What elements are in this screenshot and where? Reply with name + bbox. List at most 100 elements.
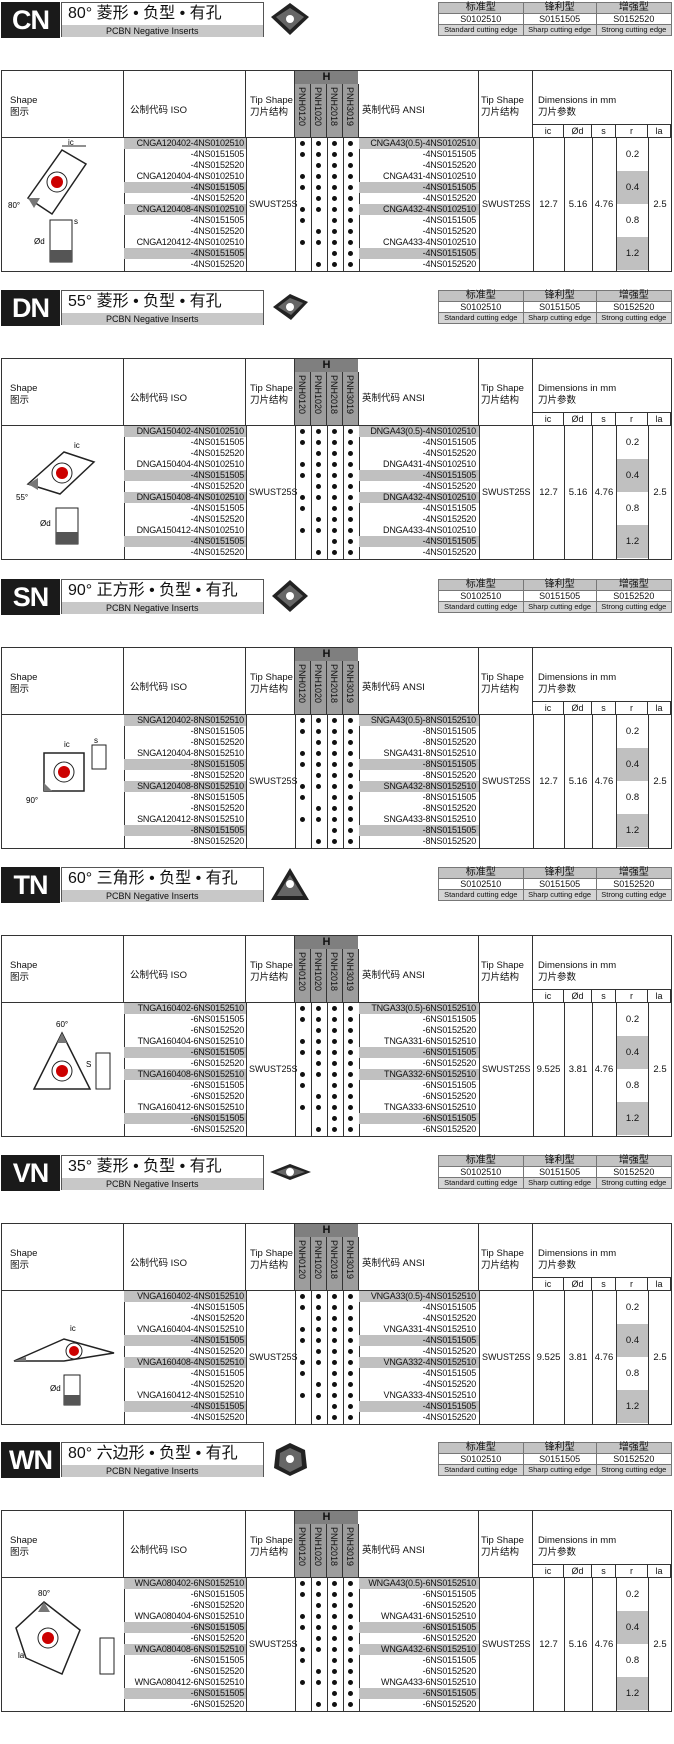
availability-dot <box>348 539 353 544</box>
dim-d: 3.81 <box>568 1352 588 1363</box>
column-rule <box>564 426 565 559</box>
radius-value: 0.4 <box>617 1611 648 1644</box>
grade-name: PNH0120 <box>297 87 307 127</box>
availability-dot <box>332 784 337 789</box>
shape-label-en: Shape <box>10 95 38 106</box>
svg-text:ic: ic <box>64 740 70 749</box>
iso-code: WNGA080412-6NS0152510 <box>134 1677 245 1687</box>
availability-dot <box>348 1371 353 1376</box>
header-ansi-col <box>359 648 479 714</box>
shape-diagram: 80°la <box>4 1578 122 1715</box>
availability-dot <box>332 462 337 467</box>
availability-dot <box>300 817 305 822</box>
tip-label-en: Tip Shape <box>250 960 293 971</box>
grade-header-bg <box>295 1524 359 1577</box>
grade-name: PNH2018 <box>329 952 339 992</box>
availability-dot <box>300 729 305 734</box>
availability-dot <box>332 762 337 767</box>
section-title: 80° 六边形 • 负型 • 有孔 <box>68 1445 238 1462</box>
edge-type-cell: 增强型 <box>595 1442 673 1454</box>
iso-code: DNGA150412-4NS0102510 <box>136 525 245 535</box>
column-rule <box>343 426 344 559</box>
iso-code: TNGA160408-6NS0152510 <box>124 1069 246 1080</box>
section-title: 60° 三角形 • 负型 • 有孔 <box>68 870 238 887</box>
column-rule <box>616 715 617 848</box>
dim-la: 2.5 <box>653 1352 667 1363</box>
availability-dot <box>332 506 337 511</box>
ansi-code: SNGA431-8NS0152510 <box>383 748 477 758</box>
grade-column: PNH0120 <box>295 372 311 425</box>
availability-dot <box>348 1050 353 1055</box>
ansi-code: -8NS0152520 <box>422 803 477 813</box>
ansi-code: -4NS0152520 <box>422 1379 477 1389</box>
header-iso-col <box>124 359 246 425</box>
edge-type-cell: 增强型 <box>595 867 673 879</box>
header-tip-col <box>246 936 295 1002</box>
tip2-label-cn: 刀片结构 <box>481 684 520 695</box>
svg-text:90°: 90° <box>26 796 38 805</box>
tip2-label-cn: 刀片结构 <box>481 395 520 406</box>
availability-dot <box>316 817 321 822</box>
iso-code: -6NS0151505 <box>124 1622 246 1633</box>
dim-col-1: Ød <box>564 990 592 1003</box>
header-shape-col <box>2 648 124 714</box>
column-rule <box>295 715 296 848</box>
grade-header-bg <box>295 372 359 425</box>
availability-dot <box>348 185 353 190</box>
tip-structure: SWUST25S <box>249 1639 298 1649</box>
column-rule <box>311 1291 312 1424</box>
tip-structure: SWUST25S <box>249 776 298 786</box>
ansi-code: -6NS0152520 <box>422 1025 477 1035</box>
availability-dot <box>300 1592 305 1597</box>
edge-type-cell: Sharp cutting edge <box>522 1464 597 1476</box>
dim-col-0: ic <box>533 1278 564 1291</box>
ansi-label: 英制代码 ANSI <box>362 1258 425 1269</box>
dim-s: 4.76 <box>594 1064 614 1075</box>
ansi-code: DNGA43(0.5)-4NS0102510 <box>359 426 479 437</box>
ansi-code: -6NS0151505 <box>359 1622 479 1633</box>
ansi-code: -4NS0151505 <box>422 503 477 513</box>
insert-shape-icon <box>268 1153 312 1191</box>
edge-type-cell: 标准型 <box>438 2 524 14</box>
ansi-code: -6NS0152520 <box>422 1699 477 1709</box>
availability-dot <box>348 828 353 833</box>
availability-dot <box>332 1349 337 1354</box>
column-rule <box>327 1578 328 1711</box>
tip2-label-en: Tip Shape <box>481 960 524 971</box>
availability-dot <box>316 1072 321 1077</box>
dim-label-cn: 刀片参数 <box>538 1260 577 1271</box>
iso-code: SNGA120404-8NS0152510 <box>137 748 244 758</box>
iso-code: -8NS0151505 <box>190 726 245 736</box>
edge-type-cell: 标准型 <box>438 290 524 302</box>
svg-text:ic: ic <box>70 1324 76 1333</box>
iso-code: TNGA160412-6NS0152510 <box>137 1102 245 1112</box>
insert-shape-icon <box>268 577 312 615</box>
ansi-code: -4NS0152520 <box>422 547 477 557</box>
grade-column: PNH1020 <box>311 84 327 137</box>
availability-dot <box>332 1658 337 1663</box>
column-rule <box>616 1578 617 1711</box>
ansi-code: -4NS0151505 <box>359 1335 479 1346</box>
availability-dot <box>300 1647 305 1652</box>
availability-dot <box>332 1581 337 1586</box>
iso-code: WNGA080404-6NS0152510 <box>134 1611 245 1621</box>
column-rule <box>564 715 565 848</box>
availability-dot <box>348 240 353 245</box>
radius-value: 0.2 <box>625 726 640 737</box>
availability-dot <box>332 773 337 778</box>
column-rule <box>592 1578 593 1711</box>
ansi-code: TNGA33(0.5)-6NS0152510 <box>359 1003 479 1014</box>
column-rule <box>616 1291 617 1424</box>
column-rule <box>343 1003 344 1136</box>
availability-dot <box>348 762 353 767</box>
availability-dot <box>300 1072 305 1077</box>
dim-col-1: Ød <box>564 702 592 715</box>
